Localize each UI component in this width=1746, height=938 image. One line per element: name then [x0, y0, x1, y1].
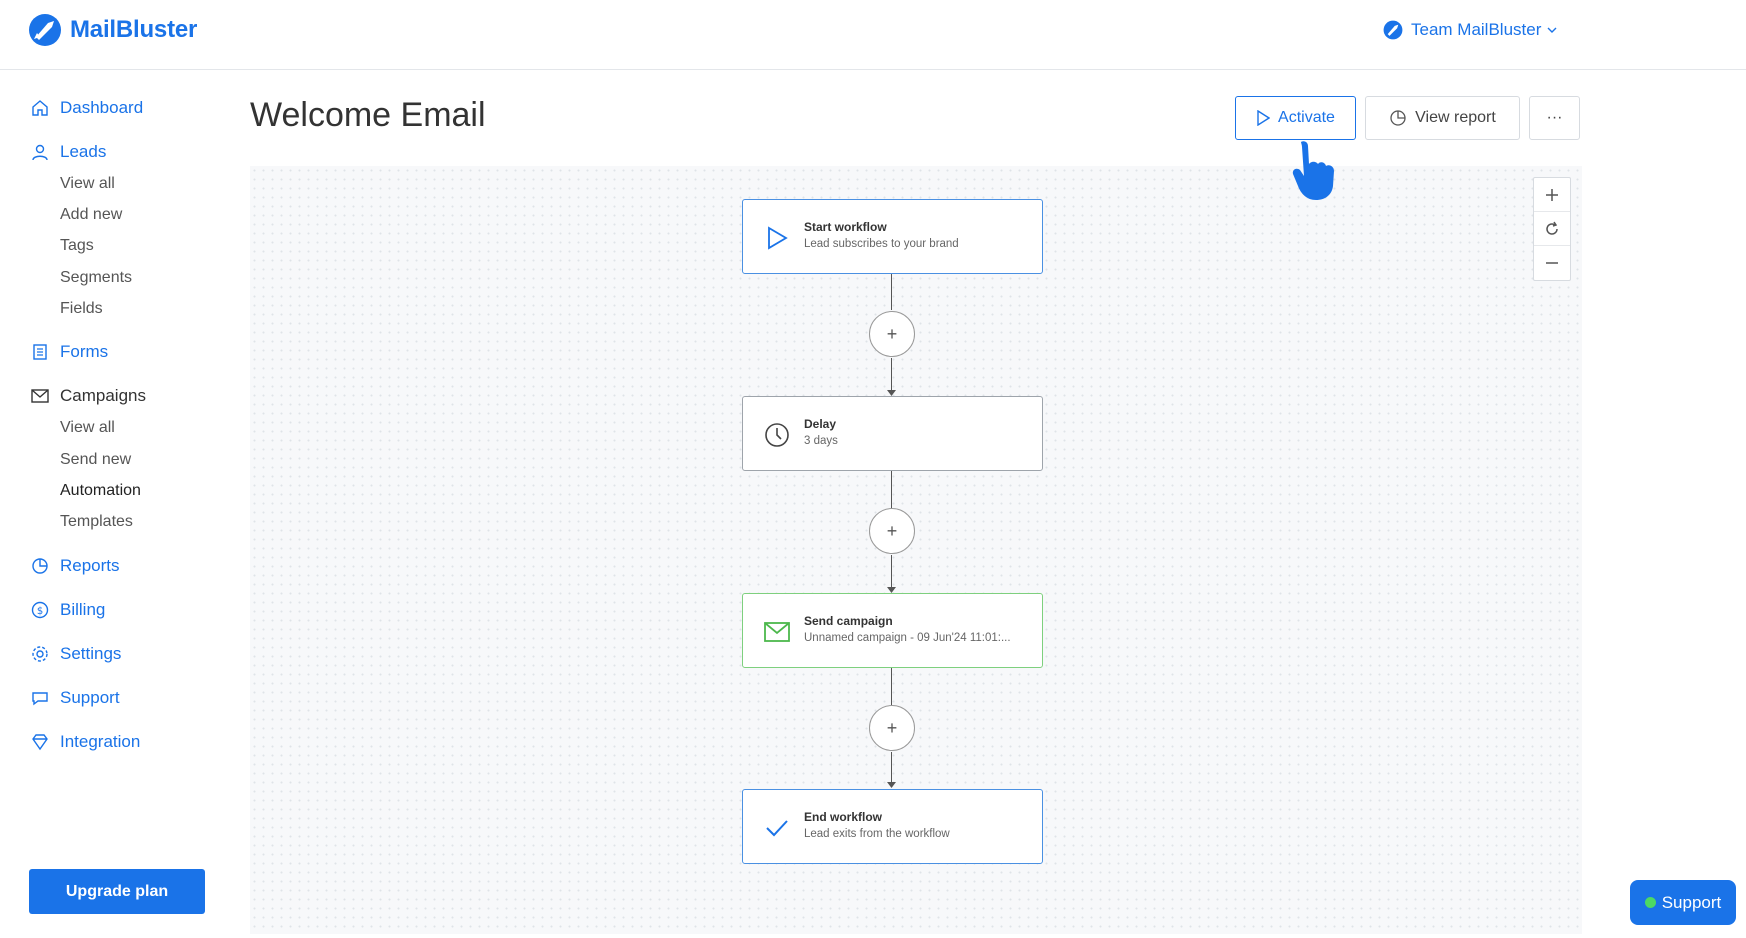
home-icon	[30, 98, 50, 118]
pie-chart-icon	[30, 556, 50, 576]
support-chat-label: Support	[1661, 892, 1722, 912]
add-step-button[interactable]: +	[869, 705, 915, 751]
add-step-button[interactable]: +	[869, 508, 915, 554]
dollar-icon: $	[30, 600, 50, 620]
activate-button[interactable]: Activate	[1235, 96, 1356, 140]
top-bar: MailBluster Team MailBluster	[0, 0, 1746, 70]
diamond-icon	[30, 732, 50, 752]
sidebar-item-integration[interactable]: Integration	[30, 732, 140, 752]
brand-name: MailBluster	[70, 16, 198, 43]
arrow-down-icon	[887, 390, 896, 396]
form-icon	[30, 342, 50, 362]
envelope-icon	[763, 618, 791, 646]
view-report-button[interactable]: View report	[1365, 96, 1520, 140]
view-report-label: View report	[1415, 109, 1496, 126]
sidebar-item-forms[interactable]: Forms	[30, 342, 108, 362]
play-icon	[763, 224, 791, 252]
node-title: Start workflow	[804, 220, 887, 234]
sidebar-item-label: Dashboard	[60, 98, 144, 117]
activate-label: Activate	[1278, 109, 1335, 126]
zoom-controls	[1533, 177, 1571, 281]
refresh-icon	[1546, 221, 1558, 235]
sidebar-subitem-leads-segments[interactable]: Segments	[60, 269, 133, 286]
node-subtitle: Lead exits from the workflow	[804, 828, 950, 840]
checkmark-icon	[763, 814, 791, 842]
team-switcher[interactable]: Team MailBluster	[1383, 20, 1557, 40]
sidebar-subitem-campaigns-view-all[interactable]: View all	[60, 419, 115, 436]
svg-text:$: $	[37, 606, 43, 617]
sidebar-item-dashboard[interactable]: Dashboard	[30, 98, 143, 118]
sidebar-item-billing[interactable]: $ Billing	[30, 600, 105, 620]
sidebar-item-label: Campaigns	[60, 386, 146, 405]
connector-line	[891, 274, 892, 310]
sidebar-subitem-leads-fields[interactable]: Fields	[60, 300, 103, 317]
zoom-out-button[interactable]	[1534, 246, 1570, 280]
arrow-down-icon	[887, 587, 896, 593]
sidebar-item-label: Leads	[60, 142, 107, 161]
sidebar-item-campaigns[interactable]: Campaigns	[30, 386, 146, 406]
workflow-node-start[interactable]: Start workflow Lead subscribes to your b…	[742, 199, 1043, 274]
sidebar-subitem-campaigns-send-new[interactable]: Send new	[60, 451, 132, 468]
plus-icon	[1546, 188, 1558, 201]
pie-chart-icon	[1390, 110, 1406, 126]
sidebar: Dashboard Leads View all Add new Tags Se…	[0, 71, 230, 938]
minus-icon	[1546, 262, 1558, 264]
sidebar-item-label: Forms	[60, 342, 109, 361]
sidebar-subitem-leads-tags[interactable]: Tags	[60, 237, 94, 254]
workflow-node-send-campaign[interactable]: Send campaign Unnamed campaign - 09 Jun'…	[742, 593, 1043, 668]
team-name: Team MailBluster	[1411, 20, 1542, 39]
zoom-reset-button[interactable]	[1534, 212, 1570, 246]
clock-icon	[763, 421, 791, 449]
sidebar-item-label: Settings	[60, 644, 122, 663]
mailbluster-logo-icon	[29, 14, 61, 46]
team-logo-icon	[1383, 20, 1403, 40]
add-step-button[interactable]: +	[869, 311, 915, 357]
sidebar-subitem-leads-add-new[interactable]: Add new	[60, 206, 123, 223]
gear-icon	[30, 644, 50, 664]
play-icon	[1257, 110, 1271, 126]
sidebar-item-label: Billing	[60, 600, 106, 619]
node-subtitle: Unnamed campaign - 09 Jun'24 11:01:...	[804, 632, 1011, 644]
sidebar-item-label: Support	[60, 688, 120, 707]
sidebar-subitem-leads-view-all[interactable]: View all	[60, 175, 115, 192]
sidebar-item-support[interactable]: Support	[30, 688, 120, 708]
user-icon	[30, 142, 50, 162]
workflow-node-end[interactable]: End workflow Lead exits from the workflo…	[742, 789, 1043, 864]
connector-line	[891, 471, 892, 508]
connector-line	[891, 358, 892, 390]
sidebar-item-label: Integration	[60, 732, 141, 751]
node-title: Send campaign	[804, 614, 893, 628]
sidebar-item-settings[interactable]: Settings	[30, 644, 121, 664]
sidebar-subitem-campaigns-templates[interactable]: Templates	[60, 513, 133, 530]
node-title: Delay	[804, 417, 837, 431]
online-status-indicator	[1644, 897, 1656, 908]
sidebar-item-label: Reports	[60, 556, 120, 575]
sidebar-item-leads[interactable]: Leads	[30, 142, 106, 162]
chat-bubble-icon	[30, 688, 50, 708]
more-options-button[interactable]: ···	[1529, 96, 1580, 140]
sidebar-subitem-campaigns-automation[interactable]: Automation	[60, 482, 141, 499]
workflow-node-delay[interactable]: Delay 3 days	[742, 396, 1043, 471]
arrow-down-icon	[887, 782, 896, 788]
page-title: Welcome Email	[250, 96, 486, 134]
connector-line	[891, 555, 892, 587]
connector-line	[891, 668, 892, 705]
sidebar-item-reports[interactable]: Reports	[30, 556, 120, 576]
connector-line	[891, 752, 892, 782]
brand-logo[interactable]: MailBluster	[28, 13, 197, 47]
support-chat-button[interactable]: Support	[1630, 880, 1736, 925]
node-title: End workflow	[804, 810, 882, 824]
node-subtitle: 3 days	[804, 435, 838, 447]
zoom-in-button[interactable]	[1534, 178, 1570, 212]
node-subtitle: Lead subscribes to your brand	[804, 238, 959, 250]
upgrade-plan-button[interactable]: Upgrade plan	[29, 869, 205, 914]
envelope-icon	[30, 386, 50, 406]
chevron-down-icon	[1547, 27, 1557, 33]
hand-cursor-icon	[1292, 141, 1334, 200]
